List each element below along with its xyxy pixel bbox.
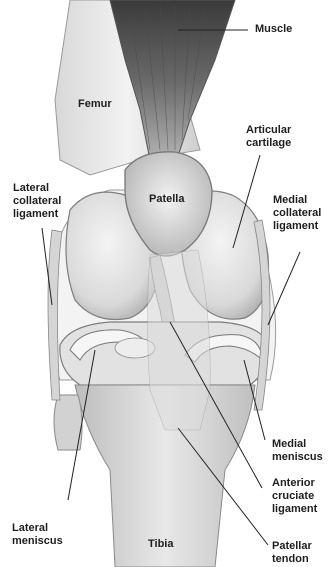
patellar-tendon-shape [148,250,211,430]
label-lateral-meniscus: Lateral meniscus [12,522,63,548]
leader-medial-collateral-ligament [268,252,300,325]
label-articular-cartilage: Articular cartilage [246,124,291,150]
label-patellar-tendon: Patellar tendon [272,540,312,566]
label-patella: Patella [149,193,184,206]
label-femur: Femur [78,98,112,111]
label-medial-meniscus: Medial meniscus [272,438,323,464]
label-lateral-collateral-ligament: Lateral collateral ligament [13,182,61,221]
label-medial-collateral-ligament: Medial collateral ligament [273,194,321,233]
label-tibia: Tibia [148,538,173,551]
fibula-head [54,395,82,450]
label-anterior-cruciate-ligament: Anterior cruciate ligament [272,477,317,516]
label-muscle: Muscle [255,23,292,36]
